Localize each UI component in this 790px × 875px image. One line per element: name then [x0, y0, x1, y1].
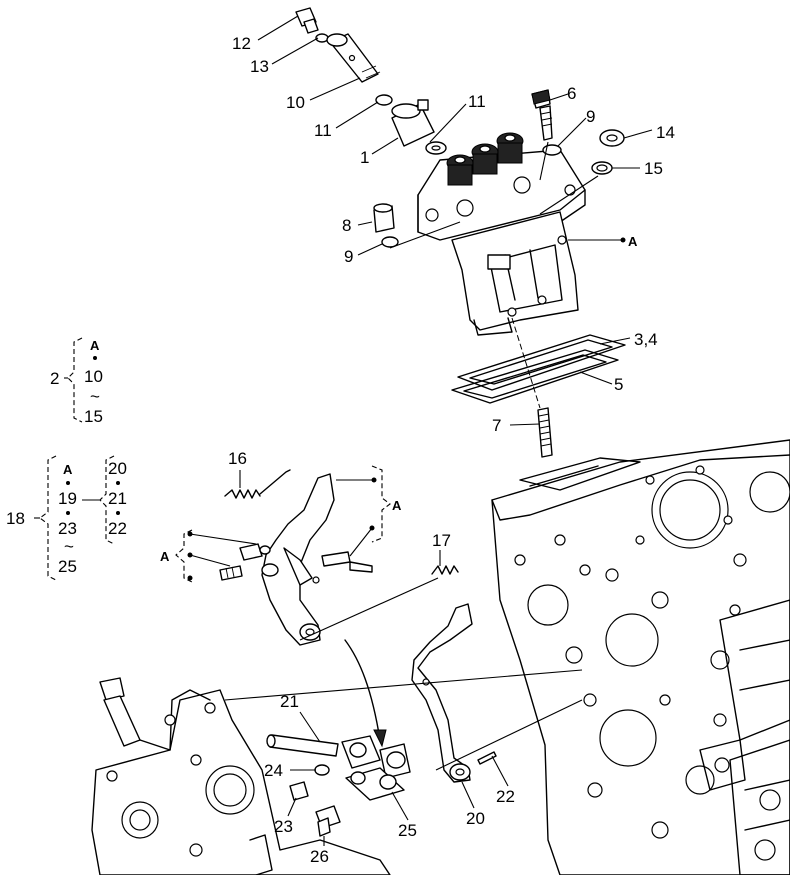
- spring-ref-a: A: [160, 549, 170, 564]
- kit2-bracket: [67, 337, 83, 423]
- banjo-fitting-parts: [295, 7, 447, 155]
- pump-ref-a: A: [628, 234, 638, 249]
- callout-22: 22: [496, 787, 515, 806]
- kit18-dot-4: [116, 511, 120, 515]
- callout-5: 5: [614, 375, 623, 394]
- callout-15: 15: [644, 159, 663, 178]
- kit18-sub-c: 22: [108, 519, 127, 538]
- governor-lever: [219, 469, 387, 748]
- callout-9b: 9: [344, 247, 353, 266]
- kit18-dot-2: [66, 511, 70, 515]
- callout-2: 2: [50, 369, 59, 388]
- callout-16: 16: [228, 449, 247, 468]
- kit18-tilde: ~: [64, 537, 74, 556]
- lever-ref-a: A: [392, 498, 402, 513]
- kit18-c: 25: [58, 557, 77, 576]
- kit18-sub-a: 20: [108, 459, 127, 478]
- leader-lines: [187, 15, 653, 846]
- gear-case: [91, 677, 391, 875]
- callout-labels: 12 13 10 11 11 1 6 9 14 15 8 9 A 3,4 5 7…: [6, 34, 675, 866]
- engine-block: [491, 439, 790, 875]
- pin-a-bracket: [175, 529, 193, 583]
- callout-12: 12: [232, 34, 251, 53]
- side-bolts: [373, 89, 625, 248]
- callout-26: 26: [310, 847, 329, 866]
- kit2-ref: A: [90, 338, 100, 353]
- callout-24: 24: [264, 761, 283, 780]
- callout-25: 25: [398, 821, 417, 840]
- kit18-bracket-left: [39, 455, 57, 581]
- kit18-sub-b: 21: [108, 489, 127, 508]
- callout-18: 18: [6, 509, 25, 528]
- kit2-dot: [93, 356, 97, 360]
- callout-10: 10: [286, 93, 305, 112]
- kit18-b: 23: [58, 519, 77, 538]
- kit18-ref: A: [63, 462, 73, 477]
- callout-11a: 11: [468, 92, 486, 111]
- callout-11b: 11: [314, 121, 332, 140]
- stud-7: [537, 407, 553, 458]
- gaskets: [451, 334, 626, 404]
- kit18-a: 19: [58, 489, 77, 508]
- callout-8: 8: [342, 216, 351, 235]
- callout-1: 1: [360, 148, 369, 167]
- callout-20: 20: [466, 809, 485, 828]
- lever-a-bracket: [371, 465, 391, 543]
- callout-14: 14: [656, 123, 675, 142]
- callout-9a: 9: [586, 107, 595, 126]
- linkage-parts: [266, 565, 497, 837]
- callout-3-4: 3,4: [634, 330, 658, 349]
- kit2-to: 15: [84, 407, 103, 426]
- callout-23: 23: [274, 817, 293, 836]
- callout-7: 7: [492, 416, 501, 435]
- callout-13: 13: [250, 57, 269, 76]
- callout-17: 17: [432, 531, 451, 550]
- kit18-dot-1: [66, 481, 70, 485]
- kit18-dot-3: [116, 481, 120, 485]
- injection-pump: [417, 132, 586, 336]
- kit2-from: 10: [84, 367, 103, 386]
- callout-21: 21: [280, 692, 299, 711]
- delivery-valves: [446, 132, 524, 186]
- callout-6: 6: [567, 84, 576, 103]
- kit2-tilde: ~: [90, 387, 100, 406]
